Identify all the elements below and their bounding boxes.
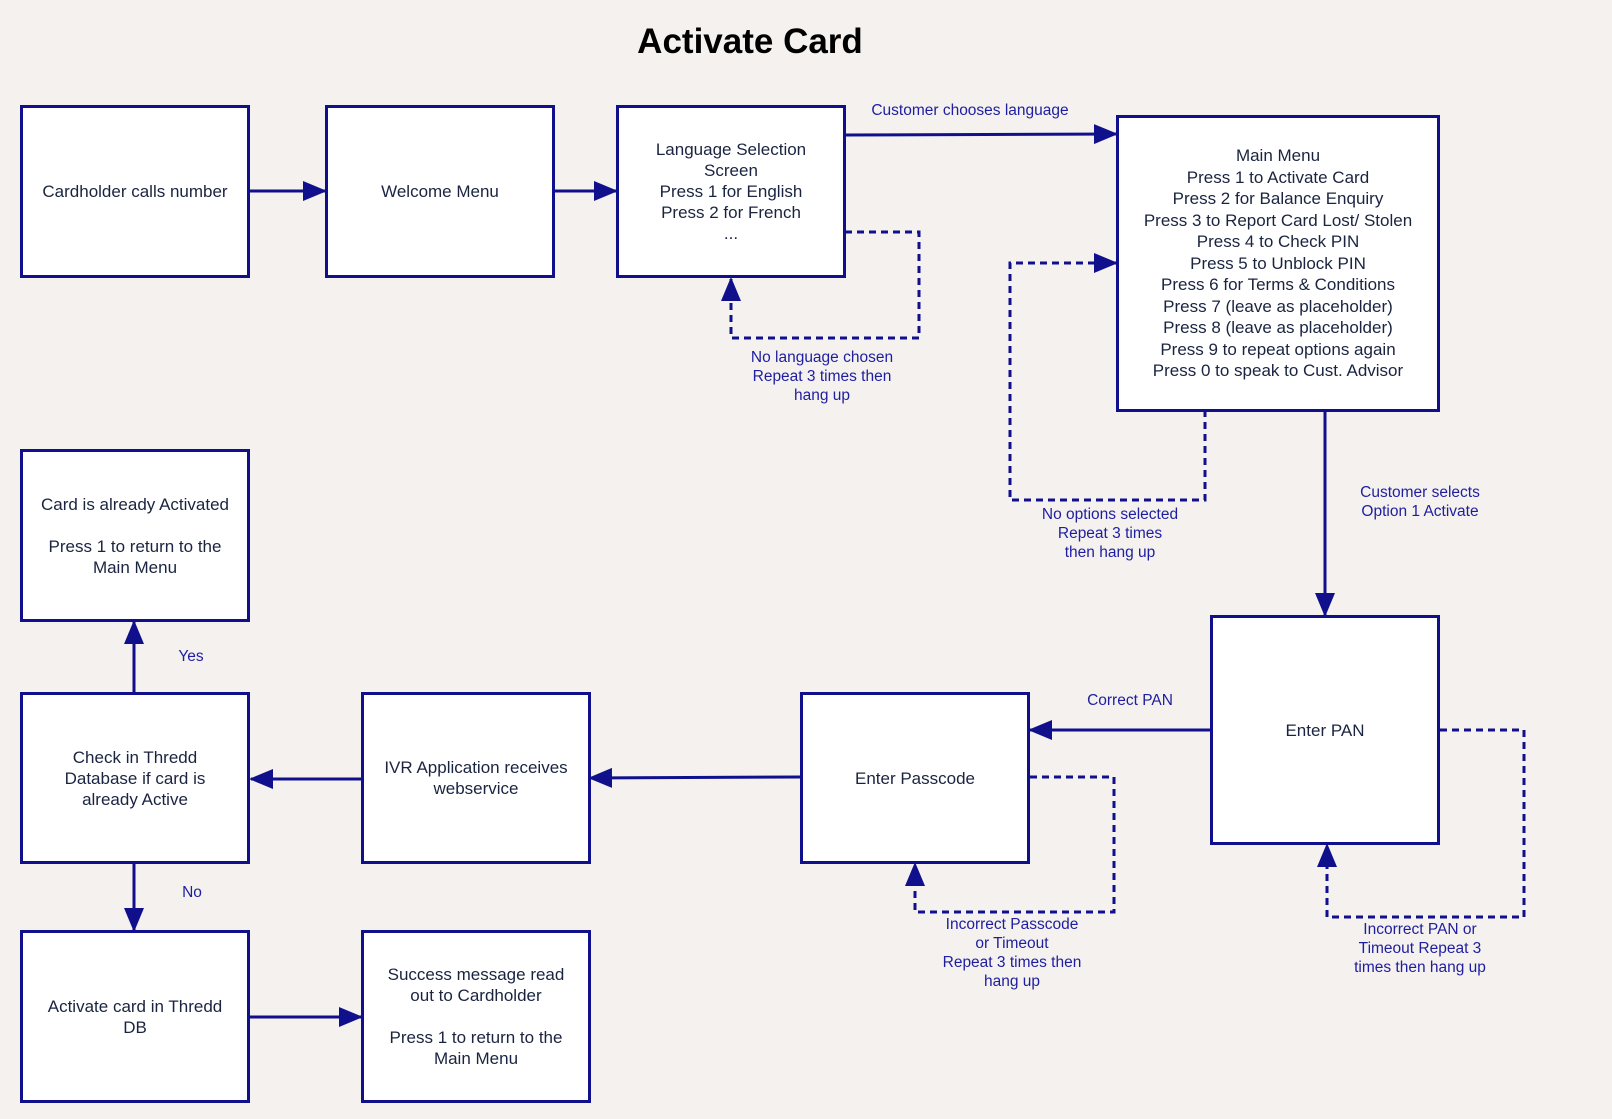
label-yes: Yes [178,648,204,665]
label-no-language-chosen: No language chosen Repeat 3 times then h… [750,349,894,404]
node-welcome-menu: Welcome Menu [325,105,555,278]
node-language-selection: Language Selection Screen Press 1 for En… [616,105,846,278]
label-no: No [182,884,202,901]
node-card-already-activated: Card is already Activated Press 1 to ret… [20,449,250,622]
node-main-menu: Main Menu Press 1 to Activate Card Press… [1116,115,1440,412]
label-correct-pan: Correct PAN [1087,692,1173,709]
node-ivr-application: IVR Application receives webservice [361,692,591,864]
label-incorrect-pan: Incorrect PAN or Timeout Repeat 3 times … [1354,921,1486,976]
loop-pan-retry [1317,728,1526,919]
node-cardholder-calls: Cardholder calls number [20,105,250,278]
label-customer-chooses-language: Customer chooses language [871,102,1069,119]
loop-language-retry [721,230,921,340]
node-activate-card-db: Activate card in Thredd DB [20,930,250,1103]
label-customer-selects-option1: Customer selects Option 1 Activate [1360,484,1480,520]
edge-passcode-to-ivr [588,767,801,788]
diagram-title: Activate Card [637,22,863,61]
edge-language-to-main-menu [844,124,1118,145]
loop-main-menu-retry [1008,253,1207,502]
node-check-thredd: Check in Thredd Database if card is alre… [20,692,250,864]
node-enter-passcode: Enter Passcode [800,692,1030,864]
label-incorrect-passcode: Incorrect Passcode or Timeout Repeat 3 t… [942,916,1082,990]
node-success-message: Success message read out to Cardholder P… [361,930,591,1103]
label-no-options-selected: No options selected Repeat 3 times then … [1041,506,1179,561]
node-enter-pan: Enter PAN [1210,615,1440,845]
loop-passcode-retry [905,775,1116,914]
